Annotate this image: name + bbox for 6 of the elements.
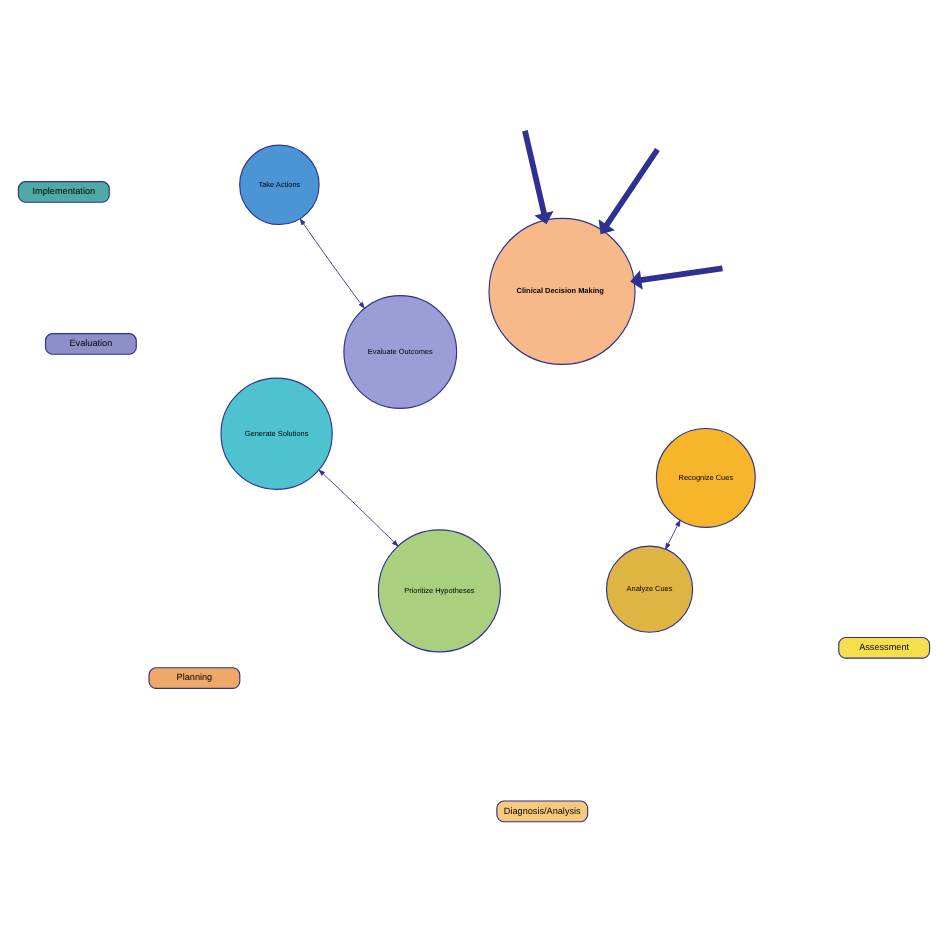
- arrow: [318, 468, 399, 546]
- arrow: [598, 146, 660, 234]
- arrow: [665, 518, 681, 549]
- arrow: [299, 217, 365, 308]
- arrow: [522, 129, 554, 224]
- arrow: [630, 264, 723, 289]
